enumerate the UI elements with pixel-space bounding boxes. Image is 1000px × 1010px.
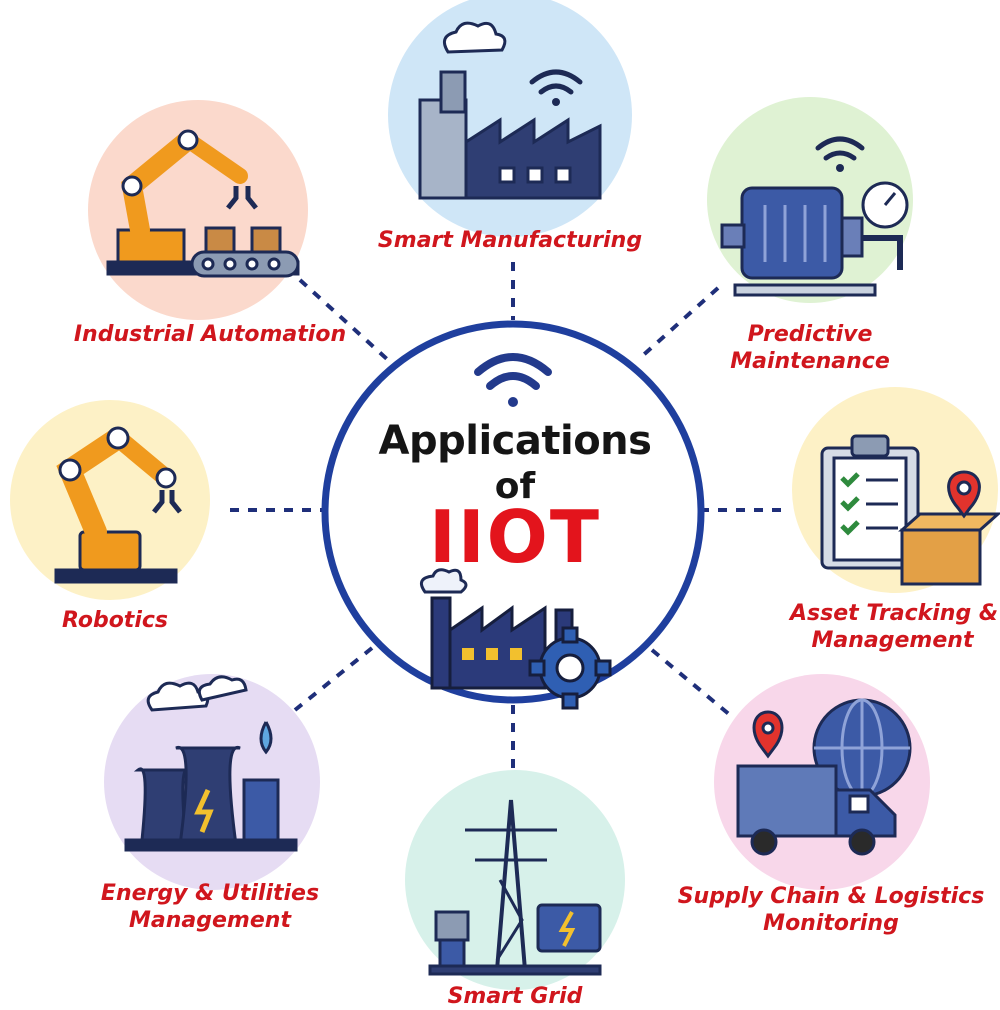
label-smart-manufacturing: Smart Manufacturing bbox=[360, 227, 660, 254]
connectors bbox=[230, 262, 790, 780]
power-plant-icon bbox=[124, 675, 298, 852]
conveyor-robot-icon bbox=[106, 129, 300, 278]
label-line: Monitoring bbox=[763, 911, 899, 936]
label-robotics: Robotics bbox=[40, 607, 190, 634]
label-smart-grid: Smart Grid bbox=[405, 983, 625, 1010]
robotic-arm-icon bbox=[54, 426, 182, 584]
label-asset-tracking: Asset Tracking & Management bbox=[790, 600, 999, 654]
label-predictive-maintenance: Predictive Maintenance bbox=[710, 321, 910, 375]
transmission-tower-icon bbox=[428, 799, 602, 976]
bg-circle-robotics bbox=[10, 400, 210, 600]
label-line: Management bbox=[129, 908, 291, 933]
label-line: Energy & Utilities bbox=[100, 881, 320, 906]
label-line: Industrial Automation bbox=[73, 322, 347, 347]
factory-wifi-icon bbox=[418, 21, 602, 200]
bg-circle-industrial-automation bbox=[88, 100, 308, 320]
label-line: Smart Manufacturing bbox=[377, 228, 643, 253]
clipboard-box-pin-icon bbox=[820, 434, 1000, 586]
center-ring bbox=[321, 320, 705, 704]
connector-industrial-automation bbox=[298, 278, 390, 362]
bg-circle-smart-grid bbox=[405, 770, 625, 990]
center-acronym: IIOT bbox=[429, 495, 601, 579]
connector-supply-chain bbox=[650, 648, 732, 717]
connector-predictive-maintenance bbox=[638, 286, 720, 360]
label-supply-chain: Supply Chain & Logistics Monitoring bbox=[676, 883, 986, 937]
center-title: Applications bbox=[378, 418, 652, 464]
label-industrial-automation: Industrial Automation bbox=[55, 321, 365, 348]
label-line: Supply Chain & Logistics bbox=[677, 884, 985, 909]
factory-gear-icon bbox=[419, 568, 612, 710]
label-line: Smart Grid bbox=[447, 984, 583, 1009]
connector-energy-utilities bbox=[293, 646, 374, 712]
label-energy-utilities: Energy & Utilities Management bbox=[80, 880, 340, 934]
label-line: Asset Tracking & bbox=[790, 601, 999, 626]
truck-globe-icon bbox=[736, 698, 912, 856]
label-line: Management bbox=[811, 628, 974, 653]
label-line: Maintenance bbox=[730, 349, 890, 374]
motor-gauge-icon bbox=[720, 136, 909, 297]
label-line: Robotics bbox=[61, 608, 168, 633]
label-line: Predictive bbox=[747, 322, 873, 347]
wifi-icon bbox=[474, 353, 552, 407]
center-connector-word: of bbox=[494, 466, 536, 507]
